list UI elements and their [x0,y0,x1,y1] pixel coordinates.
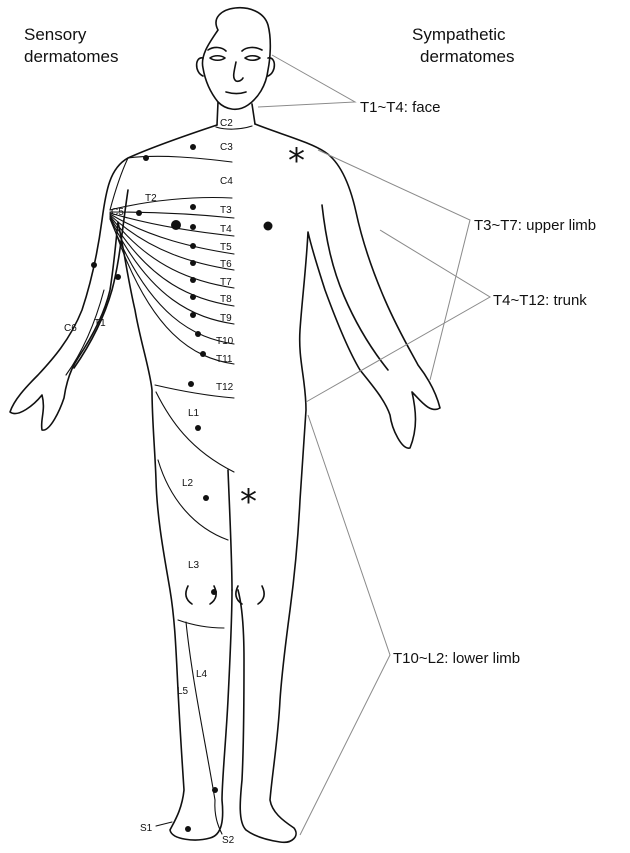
neck-right [252,104,255,124]
asterisk-thigh: * [240,482,257,522]
annotation-trunk: T4~T12: trunk [493,292,587,309]
c4-t2-line [110,198,232,211]
neck-left [217,102,218,125]
s1-pointer [156,822,172,826]
nose [234,62,243,81]
crotch-line [228,470,232,590]
right-knee-2 [258,586,264,604]
label-c5: C5 [111,207,124,218]
label-t1: T1 [94,318,106,329]
right-arm-inner [322,205,388,370]
annotation-face: T1~T4: face [360,99,440,116]
asterisk-shoulder: * [288,141,305,181]
label-t8: T8 [220,294,232,305]
left-knee-2 [210,586,216,604]
label-t12: T12 [216,382,234,393]
l1-line [156,392,234,472]
label-t5: T5 [220,242,232,253]
label-t4: T4 [220,224,232,235]
label-t9: T9 [220,313,232,324]
sensory-header-line1: Sensory [24,25,87,44]
left-eyebrow [208,47,226,51]
label-t3: T3 [220,205,232,216]
right-eye [245,56,260,61]
l4-l5-line [186,622,215,800]
label-c2: C2 [220,118,233,129]
body-outline [10,8,440,843]
segment-labels: C2 C3 C4 C5 T2 T3 T4 T5 T6 T7 T8 T9 T10 … [64,118,235,846]
s2-line [215,800,222,834]
l2-line [158,460,228,540]
t3-line [110,212,234,218]
label-s1: S1 [140,823,153,834]
sympathetic-header-line2: dermatomes [420,47,514,66]
label-l5: L5 [177,686,189,697]
label-t11: T11 [216,354,233,365]
right-eyebrow [242,47,262,51]
label-l1: L1 [188,408,200,419]
label-l2: L2 [182,478,194,489]
label-s2: S2 [222,835,235,846]
label-c4: C4 [220,176,233,187]
label-t10: T10 [216,336,234,347]
label-l4: L4 [196,669,208,680]
label-t2: T2 [145,193,157,204]
label-c3: C3 [220,142,233,153]
left-knee-1 [186,586,192,604]
label-c6: C6 [64,323,77,334]
right-nipple [264,222,273,231]
label-t6: T6 [220,259,232,270]
left-eye [210,56,225,61]
label-l3: L3 [188,560,200,571]
annotation-upper-limb: T3~T7: upper limb [474,217,596,234]
l3-l4-line [178,620,224,628]
mouth [226,92,246,94]
sensory-header-line2: dermatomes [24,47,118,66]
annotation-lower-limb: T10~L2: lower limb [393,650,520,667]
sympathetic-header-line1: Sympathetic [412,25,506,44]
label-t7: T7 [220,277,232,288]
right-side-outline [238,124,440,842]
